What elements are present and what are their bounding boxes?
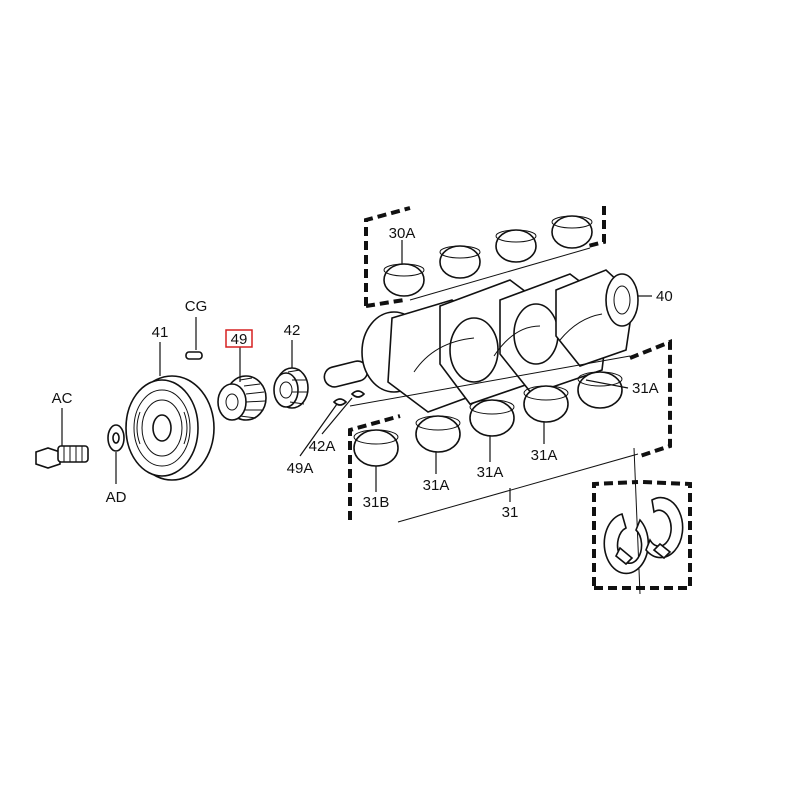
label-31: 31 xyxy=(502,504,519,521)
label-31b: 31B xyxy=(363,494,390,511)
bearing-shell-30a-3[interactable] xyxy=(495,229,537,263)
bolt-ac[interactable] xyxy=(35,445,89,469)
bearing-shell-31a-4[interactable] xyxy=(577,371,623,409)
label-49a: 49A xyxy=(287,460,314,477)
label-42a: 42A xyxy=(309,438,336,455)
label-40: 40 xyxy=(656,288,673,305)
thrust-washer-left[interactable] xyxy=(603,513,650,575)
thrust-washer-right[interactable] xyxy=(645,496,684,560)
bearing-shell-30a-2[interactable] xyxy=(439,245,481,279)
label-31a-right: 31A xyxy=(632,380,659,397)
washer-ad[interactable] xyxy=(107,424,125,452)
leader-42a xyxy=(321,397,353,435)
bearing-shell-30a-4[interactable] xyxy=(551,215,593,249)
label-41: 41 xyxy=(152,324,169,341)
bearing-shell-31a-2[interactable] xyxy=(469,399,515,437)
label-49[interactable]: 49 xyxy=(231,331,248,348)
bearing-set-30a-frame-left xyxy=(364,206,411,306)
label-30a: 30A xyxy=(389,225,416,242)
label-42: 42 xyxy=(284,322,301,339)
bearing-set-31-frame-right xyxy=(629,339,672,458)
bearing-set-31-bracket xyxy=(397,453,639,523)
label-ac: AC xyxy=(52,390,73,407)
bearing-set-30a-frame-bottom xyxy=(365,298,405,308)
label-31a-3: 31A xyxy=(531,447,558,464)
highlight-box-49 xyxy=(225,329,253,348)
label-31a-1: 31A xyxy=(423,477,450,494)
pulley-41[interactable] xyxy=(125,375,215,481)
bearing-set-31-frame-left xyxy=(348,414,401,520)
bearing-set-30a-bracket xyxy=(409,247,591,301)
key-42a[interactable] xyxy=(350,390,366,398)
leader-31a-right xyxy=(585,379,629,389)
thrust-washer-frame-right xyxy=(594,480,692,590)
gear-42[interactable] xyxy=(273,367,309,409)
gear-49[interactable] xyxy=(217,375,267,421)
thrust-washer-frame-left xyxy=(592,480,639,586)
pin-cg[interactable] xyxy=(185,351,203,360)
key-49a[interactable] xyxy=(332,398,348,406)
bearing-shell-30a-1[interactable] xyxy=(383,263,425,297)
thrust-washer-leader xyxy=(633,447,641,595)
label-cg: CG xyxy=(185,298,208,315)
bearing-set-31-top-line xyxy=(349,355,631,407)
bearing-shell-31b[interactable] xyxy=(353,429,399,467)
leader-49a xyxy=(299,403,338,457)
bearing-shell-31a-1[interactable] xyxy=(415,415,461,453)
bearing-shell-31a-3[interactable] xyxy=(523,385,569,423)
label-31a-2: 31A xyxy=(477,464,504,481)
label-ad: AD xyxy=(106,489,127,506)
bearing-set-30a-frame-right xyxy=(587,206,606,248)
